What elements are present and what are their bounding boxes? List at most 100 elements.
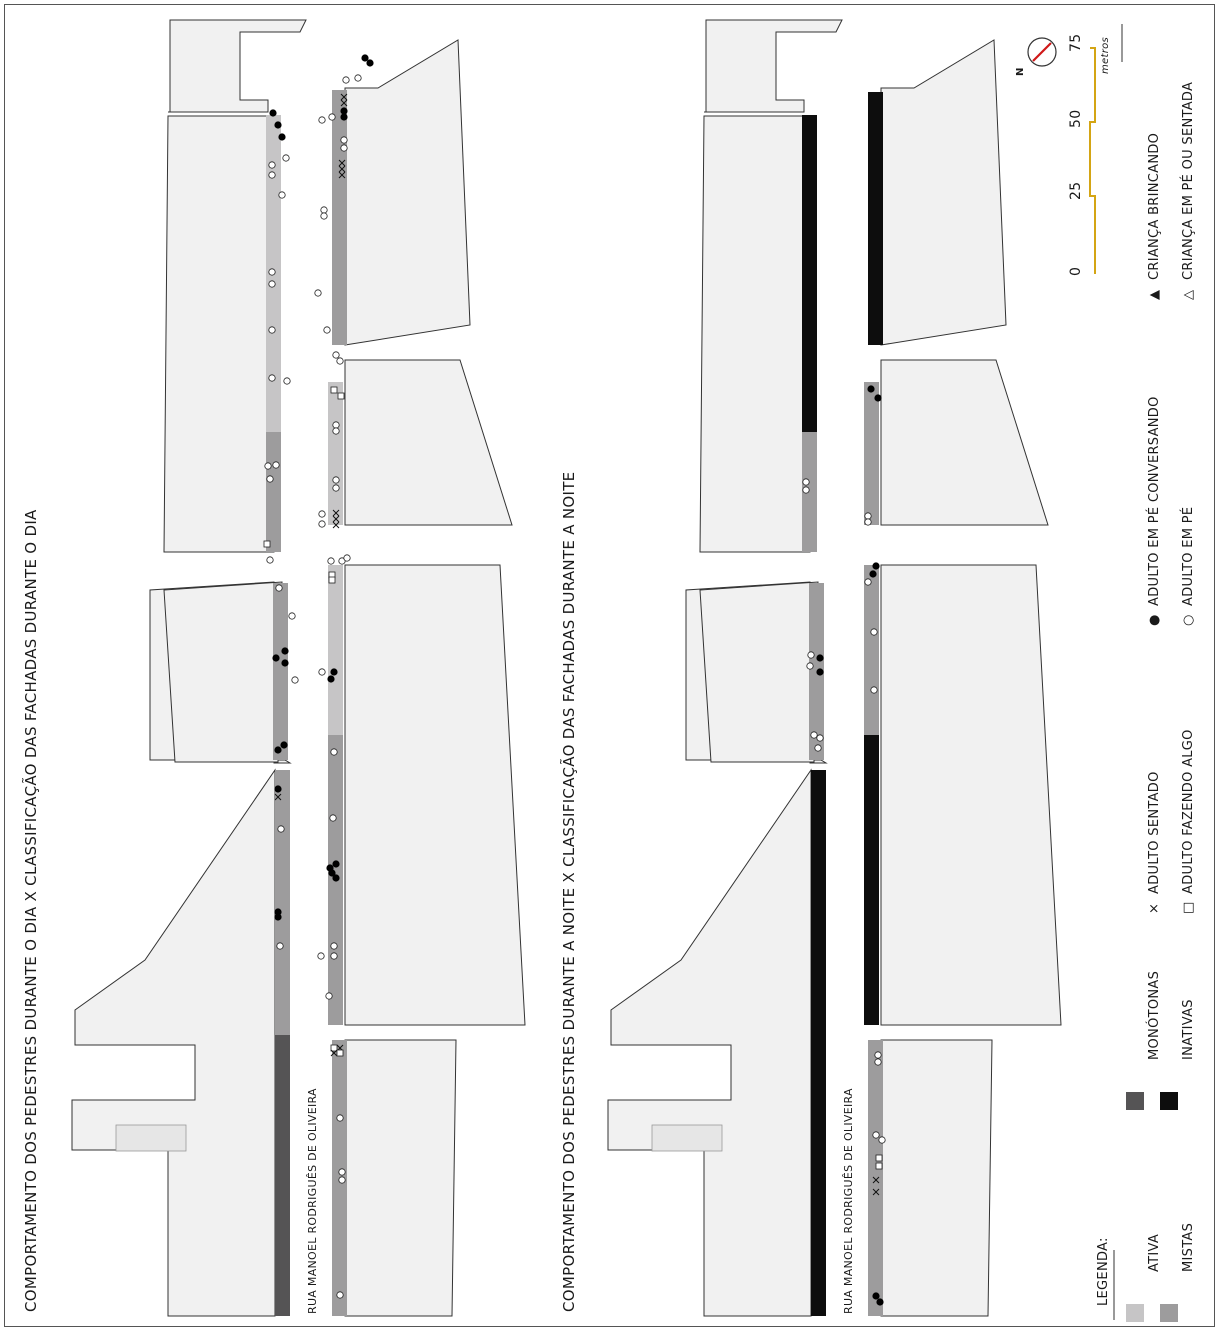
marker-adult-standing-48: [330, 748, 338, 756]
marker-adult-standing-89: [802, 478, 810, 486]
marker-adult-doing-67: [337, 392, 345, 400]
marker-adult-talking-98: [867, 385, 875, 393]
night-facade-inativas-1: [811, 770, 826, 1316]
night-facade-mistas-4: [802, 432, 817, 552]
marker-adult-sitting-84: [338, 171, 346, 179]
legend-swatch-ativa: [1126, 1304, 1144, 1322]
marker-adult-standing-73: [320, 212, 328, 220]
day-lot-6: [344, 1039, 457, 1317]
scale-bar: [1089, 24, 1123, 274]
marker-adult-talking-23: [274, 746, 282, 754]
day-lot-7: [344, 564, 526, 1026]
marker-adult-standing-91: [807, 651, 815, 659]
night-lot-7: [880, 564, 1062, 1026]
marker-adult-talking-25: [274, 785, 282, 793]
marker-adult-talking-24: [280, 741, 288, 749]
marker-adult-talking-46: [326, 864, 334, 872]
marker-adult-standing-101: [864, 518, 872, 526]
marker-adult-talking-92: [816, 654, 824, 662]
legend-label-crianca-brincando: CRIANÇA BRINCANDO: [1147, 132, 1162, 280]
night-lot-5: [704, 19, 843, 113]
scale-tick-25: 25: [1068, 181, 1084, 200]
marker-adult-sitting-83: [338, 165, 346, 173]
marker-adult-standing-68: [332, 351, 340, 359]
marker-adult-sitting-82: [338, 159, 346, 167]
legend-symbol-crianca-sentada: △: [1181, 289, 1196, 300]
marker-adult-doing-15: [263, 540, 271, 548]
marker-adult-talking-115: [872, 1292, 880, 1300]
marker-adult-sitting-59: [332, 509, 340, 517]
marker-adult-standing-12: [264, 462, 272, 470]
marker-adult-standing-11: [283, 377, 291, 385]
marker-adult-standing-8: [268, 280, 276, 288]
marker-adult-talking-29: [274, 913, 282, 921]
scale-bar-line: [1089, 47, 1096, 274]
scale-unit: metros: [1100, 36, 1111, 74]
day-map-title: COMPORTAMENTO DOS PEDESTRES DURANTE O DI…: [22, 509, 40, 1312]
day-lot-9: [344, 39, 471, 346]
marker-adult-standing-13: [272, 461, 280, 469]
night-lot-1: [607, 768, 812, 1317]
marker-adult-standing-5: [282, 154, 290, 162]
marker-adult-standing-75: [328, 113, 336, 121]
marker-adult-standing-69: [336, 357, 344, 365]
marker-adult-talking-93: [816, 668, 824, 676]
marker-adult-standing-81: [340, 144, 348, 152]
marker-adult-talking-103: [869, 570, 877, 578]
marker-adult-standing-70: [323, 326, 331, 334]
marker-adult-talking-49: [330, 668, 338, 676]
day-lot-1: [71, 768, 276, 1317]
legend-swatches: [1113, 1092, 1178, 1322]
marker-adult-standing-74: [318, 116, 326, 124]
marker-adult-standing-97: [814, 744, 822, 752]
marker-adult-talking-88: [366, 59, 374, 67]
day-lot-5: [168, 19, 307, 113]
marker-adult-standing-40: [330, 942, 338, 950]
marker-adult-standing-104: [864, 578, 872, 586]
night-lot-6: [880, 1039, 993, 1317]
marker-adult-standing-65: [332, 427, 340, 435]
marker-adult-standing-64: [332, 421, 340, 429]
marker-adult-standing-30: [276, 942, 284, 950]
marker-adult-doing-66: [330, 386, 338, 394]
marker-adult-talking-50: [327, 675, 335, 683]
marker-adult-standing-108: [874, 1058, 882, 1066]
day-facade-mistas-3: [273, 583, 288, 760]
marker-adult-standing-94: [806, 662, 814, 670]
marker-adult-standing-109: [872, 1131, 880, 1139]
scale-tick-50: 50: [1068, 109, 1084, 128]
marker-adult-standing-96: [816, 734, 824, 742]
marker-adult-standing-62: [332, 476, 340, 484]
marker-adult-talking-116: [876, 1298, 884, 1306]
pedestrian-markers: [263, 54, 886, 1306]
marker-adult-doing-34: [336, 1049, 344, 1057]
marker-adult-doing-31: [330, 1044, 338, 1052]
marker-adult-standing-7: [268, 268, 276, 276]
marker-adult-sitting-78: [340, 93, 348, 101]
marker-adult-sitting-79: [340, 99, 348, 107]
marker-adult-standing-6: [278, 191, 286, 199]
marker-adult-standing-3: [268, 161, 276, 169]
marker-adult-talking-2: [278, 133, 286, 141]
marker-adult-sitting-113: [872, 1176, 880, 1184]
marker-adult-standing-106: [870, 686, 878, 694]
north-label: N: [1015, 67, 1026, 76]
legend-label-sentado: ADULTO SENTADO: [1147, 771, 1162, 894]
day-facade-monotonas-1: [275, 1035, 290, 1316]
marker-adult-standing-22: [291, 676, 299, 684]
day-facade-ativa-9: [328, 382, 343, 525]
marker-adult-standing-58: [318, 520, 326, 528]
marker-adult-standing-4: [268, 171, 276, 179]
marker-adult-standing-95: [810, 731, 818, 739]
marker-adult-talking-87: [361, 54, 369, 62]
marker-adult-sitting-26: [274, 793, 282, 801]
marker-adult-talking-44: [332, 860, 340, 868]
legend-label-mistas: MISTAS: [1181, 1222, 1196, 1272]
marker-adult-sitting-60: [332, 515, 340, 523]
legend-label-em-pe: ADULTO EM PÉ: [1181, 506, 1196, 606]
marker-adult-standing-90: [802, 486, 810, 494]
marker-adult-standing-10: [268, 374, 276, 382]
street-label-night: RUA MANOEL RODRIGUÊS DE OLIVEIRA: [842, 1088, 855, 1314]
legend-label-crianca-sentada: CRIANÇA EM PÉ OU SENTADA: [1181, 81, 1196, 280]
marker-adult-sitting-114: [872, 1188, 880, 1196]
